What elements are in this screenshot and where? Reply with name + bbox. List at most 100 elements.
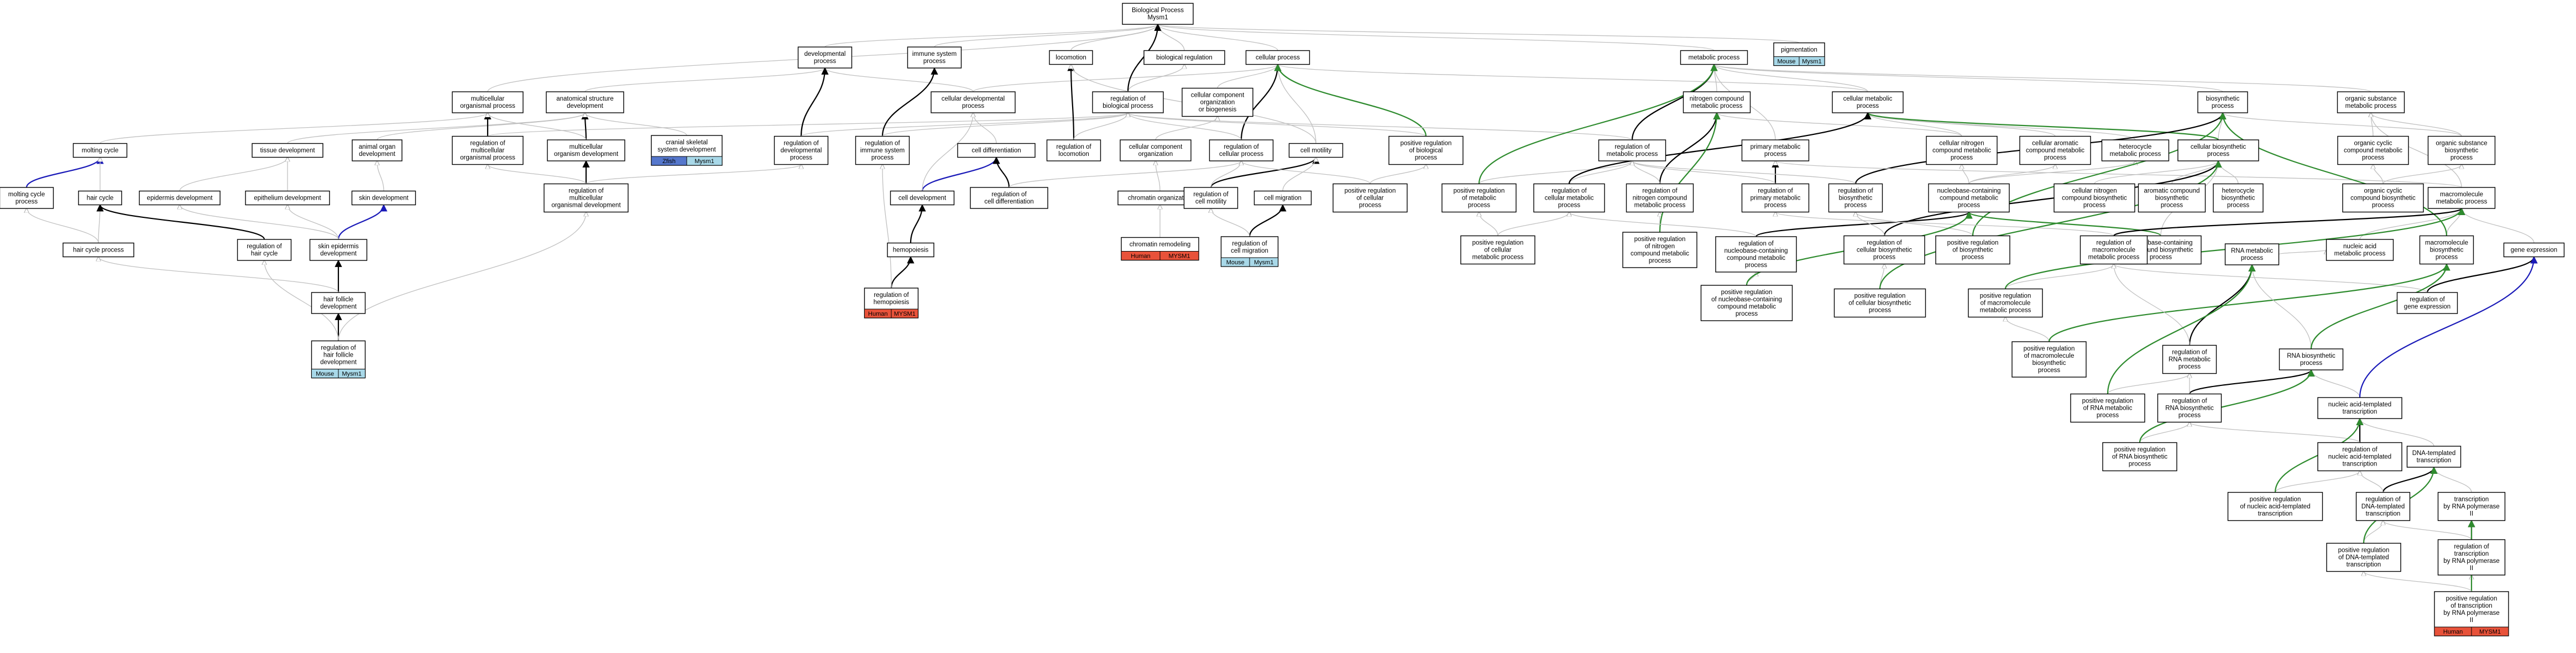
term-node-locomotion[interactable]: locomotion xyxy=(1049,50,1093,65)
term-node-celldev[interactable]: cell development xyxy=(890,190,955,206)
term-node-cellmig[interactable]: cell migration xyxy=(1253,190,1312,206)
relation-edge xyxy=(2371,113,2462,188)
term-node-epithdev[interactable]: epithelium development xyxy=(245,190,330,206)
term-node-haircycle[interactable]: hair cycle xyxy=(78,190,122,206)
term-node-hemopoiesis[interactable]: hemopoiesis xyxy=(887,242,934,258)
term-node-haircycleproc[interactable]: hair cycle process xyxy=(62,242,134,258)
term-node-geneexp[interactable]: gene expression xyxy=(2503,242,2565,258)
term-node-regnucleo[interactable]: regulation ofnucleobase-containingcompou… xyxy=(1715,236,1797,273)
term-node-epiddev[interactable]: epidermis development xyxy=(139,190,221,206)
term-node-tissuedev[interactable]: tissue development xyxy=(252,143,323,158)
term-node-cellmot[interactable]: cell motility xyxy=(1288,143,1344,158)
term-node-celldiff[interactable]: cell differentiation xyxy=(957,143,1036,158)
term-node-metproc[interactable]: metabolic process xyxy=(1680,50,1748,65)
term-node-molting[interactable]: molting cycle xyxy=(72,143,128,158)
term-node-bioreg[interactable]: biological regulation xyxy=(1143,50,1225,65)
term-node-skindev[interactable]: skin development xyxy=(351,190,416,206)
term-node-cellproc[interactable]: cellular process xyxy=(1245,50,1310,65)
